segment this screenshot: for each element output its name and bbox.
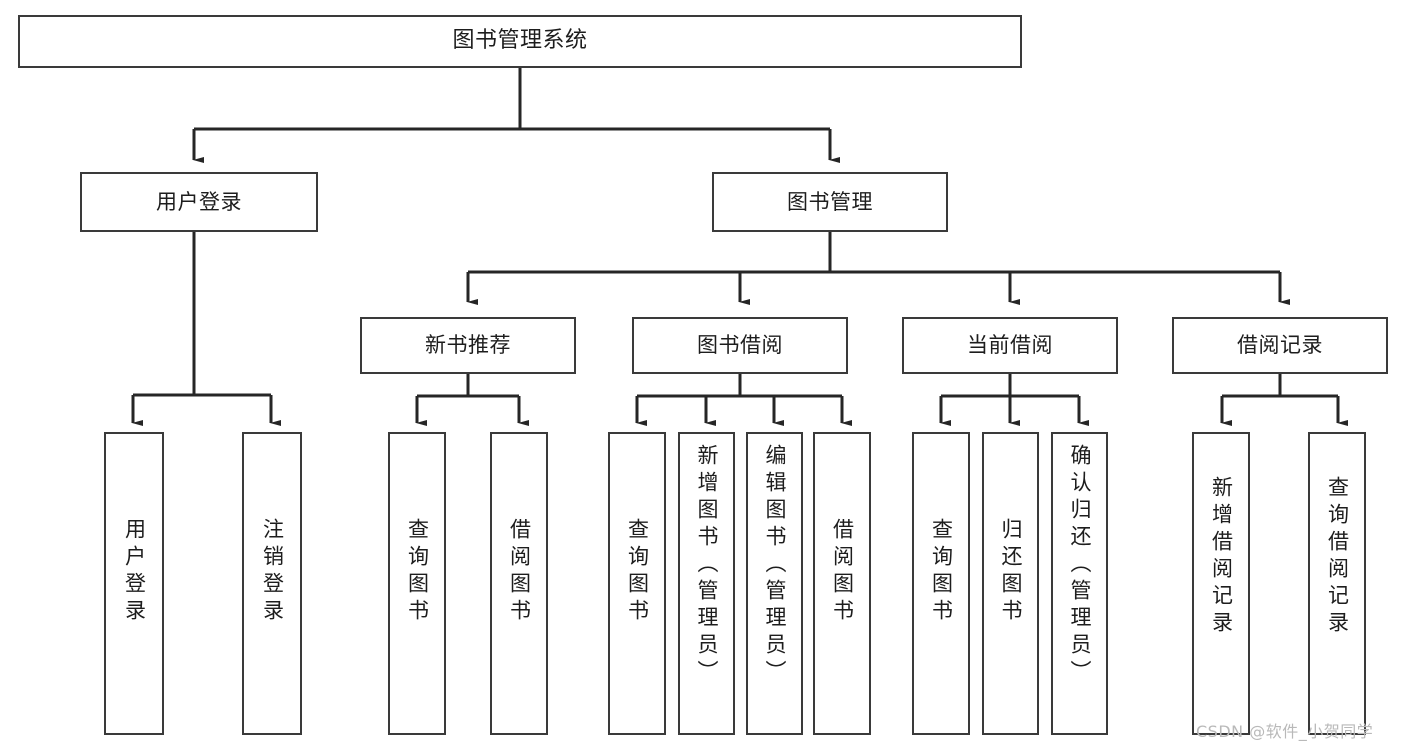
- node-leaf-query-record[interactable]: 查询借阅记录: [1308, 432, 1366, 735]
- node-label: 新书推荐: [425, 333, 511, 358]
- node-leaf-query-book-3[interactable]: 查询图书: [912, 432, 970, 735]
- node-new-book-rec[interactable]: 新书推荐: [360, 317, 576, 374]
- node-root[interactable]: 图书管理系统: [18, 15, 1022, 68]
- node-label: 用户登录: [122, 518, 147, 626]
- node-borrow-record[interactable]: 借阅记录: [1172, 317, 1388, 374]
- node-book-borrow[interactable]: 图书借阅: [632, 317, 848, 374]
- node-leaf-query-book-1[interactable]: 查询图书: [388, 432, 446, 735]
- node-label: 查询图书: [929, 518, 954, 626]
- node-label: 借阅图书: [507, 518, 532, 626]
- node-label: 当前借阅: [967, 333, 1053, 358]
- node-leaf-edit-book[interactable]: 编辑图书（管理员）: [746, 432, 803, 735]
- node-leaf-add-record[interactable]: 新增借阅记录: [1192, 432, 1250, 735]
- node-leaf-logout[interactable]: 注销登录: [242, 432, 302, 735]
- node-leaf-return-book[interactable]: 归还图书: [982, 432, 1039, 735]
- node-leaf-query-book-2[interactable]: 查询图书: [608, 432, 666, 735]
- node-label: 用户登录: [156, 189, 242, 214]
- node-label: 编辑图书（管理员）: [763, 444, 787, 687]
- node-current-borrow[interactable]: 当前借阅: [902, 317, 1118, 374]
- node-label: 归还图书: [999, 518, 1023, 626]
- node-label: 图书借阅: [697, 333, 783, 358]
- node-leaf-borrow-book-2[interactable]: 借阅图书: [813, 432, 871, 735]
- node-label: 借阅记录: [1237, 333, 1323, 358]
- node-label: 图书管理系统: [452, 28, 588, 54]
- node-leaf-confirm-return[interactable]: 确认归还（管理员）: [1051, 432, 1108, 735]
- node-leaf-borrow-book-1[interactable]: 借阅图书: [490, 432, 548, 735]
- node-label: 新增图书（管理员）: [695, 444, 719, 687]
- node-label: 确认归还（管理员）: [1068, 444, 1092, 687]
- node-label: 新增借阅记录: [1209, 476, 1234, 638]
- node-book-manage[interactable]: 图书管理: [712, 172, 948, 232]
- node-leaf-user-login[interactable]: 用户登录: [104, 432, 164, 735]
- node-label: 查询借阅记录: [1325, 476, 1350, 638]
- node-label: 查询图书: [405, 518, 430, 626]
- node-label: 图书管理: [787, 189, 873, 214]
- node-user-login[interactable]: 用户登录: [80, 172, 318, 232]
- node-label: 注销登录: [260, 518, 285, 626]
- node-label: 查询图书: [625, 518, 650, 626]
- node-label: 借阅图书: [830, 518, 855, 626]
- node-leaf-add-book[interactable]: 新增图书（管理员）: [678, 432, 735, 735]
